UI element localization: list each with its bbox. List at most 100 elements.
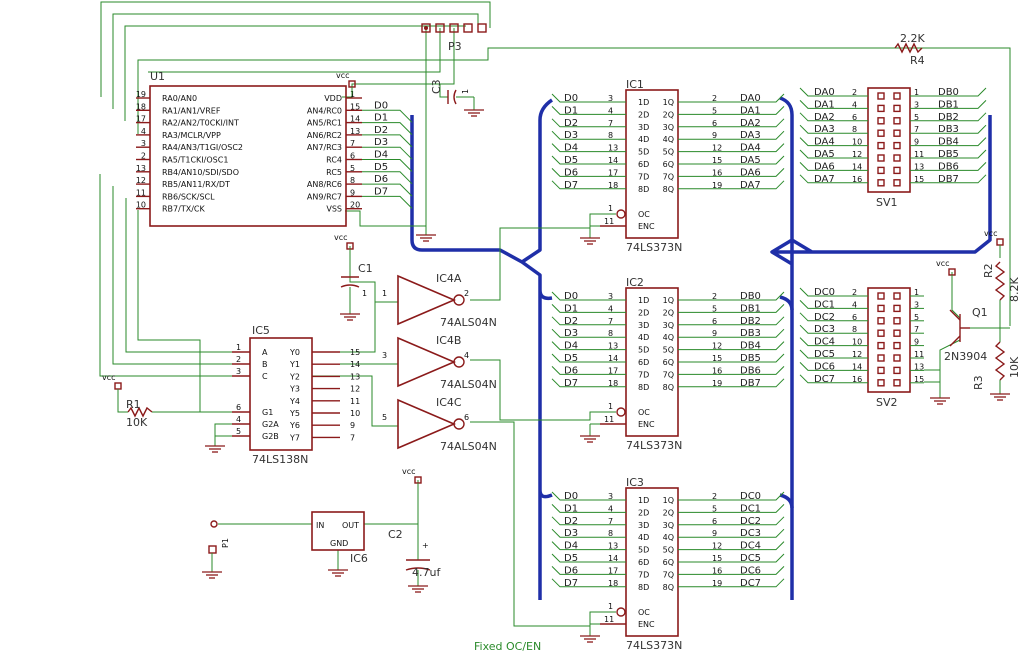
- p1-label: P1: [221, 538, 230, 548]
- sv1-right-pin: 9: [914, 138, 919, 147]
- sv1-left-net: DA5: [814, 149, 835, 160]
- vcc-label: vcc: [402, 467, 416, 476]
- sv1-left-net: DA0: [814, 87, 835, 98]
- sv1-left-pin: 14: [852, 162, 862, 171]
- u1-right-pin-name: AN9/RC7: [307, 192, 342, 201]
- latch-in-pin: 17: [608, 168, 618, 177]
- ground-symbol: [930, 397, 950, 405]
- latch-in-pin: 3: [608, 292, 613, 301]
- sv1-left-pin: 12: [852, 150, 862, 159]
- u1-left-pin-num: 2: [141, 152, 146, 161]
- latch-in-name: 6D: [638, 358, 649, 367]
- c3-capacitor: [447, 89, 475, 110]
- latch-in-pin: 7: [608, 517, 613, 526]
- latch-enc-pin: 11: [604, 615, 614, 624]
- sv1-right-pin: 7: [914, 125, 919, 134]
- q1-label: Q1: [972, 306, 988, 319]
- r1-resistor: [127, 406, 153, 418]
- latch-in-pin: 8: [608, 529, 613, 538]
- latch-part: 74LS373N: [626, 241, 682, 254]
- latch-out-name: 6Q: [663, 358, 674, 367]
- c3-pin-label: 1: [461, 89, 470, 94]
- ic5-left-pin: 1: [236, 343, 241, 352]
- sv1-right-pin: 11: [914, 150, 924, 159]
- latch-in-name: 7D: [638, 370, 649, 379]
- latch-out-name: 8Q: [663, 383, 674, 392]
- latch-out-pin: 5: [712, 304, 717, 313]
- u1-net-label: D4: [374, 150, 388, 161]
- latch-out-name: 1Q: [663, 98, 674, 107]
- u1-left-pin-num: 13: [136, 164, 146, 173]
- ic5-right-pin: 10: [350, 409, 360, 418]
- sv1-right-net: DB6: [938, 161, 959, 172]
- p3-label: P3: [448, 40, 462, 53]
- latch-out-name: 5Q: [663, 346, 674, 355]
- latch-in-net: D3: [564, 528, 578, 539]
- ground-symbol: [205, 445, 225, 453]
- latch-in-name: 2D: [638, 110, 649, 119]
- latch-out-name: 2Q: [663, 508, 674, 517]
- sv2-left-net: DC4: [814, 337, 835, 348]
- u1-right-pin-name: AN5/RC1: [307, 119, 342, 128]
- latch-out-name: 1Q: [663, 496, 674, 505]
- latch-in-net: D4: [564, 143, 578, 154]
- latch-in-name: 3D: [638, 123, 649, 132]
- latch-out-net: DC1: [740, 503, 761, 514]
- sv1-left-pin: 8: [852, 125, 857, 134]
- latch-out-net: DC4: [740, 541, 761, 552]
- latch-in-net: D3: [564, 130, 578, 141]
- u1-right-pin-name: AN8/RC6: [307, 180, 342, 189]
- ic5-right-pin: 13: [350, 372, 360, 381]
- latch-out-net: DA1: [740, 105, 761, 116]
- c1-label: C1: [358, 262, 373, 275]
- latch-out-pin: 9: [712, 529, 717, 538]
- latch-out-pin: 16: [712, 566, 722, 575]
- ground-symbol: [464, 109, 484, 117]
- latch-in-net: D6: [564, 565, 578, 576]
- ic5-right-name: Y2: [289, 372, 300, 381]
- sv2-right-pin: 3: [914, 300, 919, 309]
- latch-out-net: DA7: [740, 180, 761, 191]
- vcc-label: vcc: [102, 373, 116, 382]
- latch-in-net: D5: [564, 553, 578, 564]
- u1-right-pin-num: 1: [350, 90, 355, 99]
- sv1-left-pin: 6: [852, 113, 857, 122]
- sv1-right-net: DB5: [938, 149, 959, 160]
- u1-right-pin-name: VSS: [326, 205, 342, 214]
- u1-left-pin-num: 3: [141, 139, 146, 148]
- latch-out-pin: 15: [712, 156, 722, 165]
- latch-in-pin: 4: [608, 304, 613, 313]
- sv2-left-net: DC5: [814, 349, 835, 360]
- latch-in-name: 7D: [638, 570, 649, 579]
- latch-out-net: DB3: [740, 328, 761, 339]
- ic5-right-name: Y6: [289, 421, 300, 430]
- latch-part: 74LS373N: [626, 639, 682, 652]
- latch-out-net: DC0: [740, 491, 761, 502]
- u1-right-pin-num: 15: [350, 102, 360, 111]
- vcc-symbol: vcc: [936, 259, 956, 282]
- latch-in-net: D1: [564, 105, 578, 116]
- latch-out-net: DA0: [740, 93, 761, 104]
- u1-ref: U1: [150, 70, 165, 83]
- ic5-right-name: Y0: [289, 348, 300, 357]
- ic6-gnd-label: GND: [330, 539, 348, 548]
- p1-connector: [208, 520, 218, 572]
- ic6-ref: IC6: [350, 552, 368, 565]
- ic5-right-pin: 15: [350, 348, 360, 357]
- latch-in-net: D3: [564, 328, 578, 339]
- sv1-right-net: DB0: [938, 87, 959, 98]
- latch-oc-name: OC: [638, 210, 650, 219]
- latch-out-net: DC2: [740, 516, 761, 527]
- u1-net-label: D5: [374, 162, 388, 173]
- sv1-right-net: DB2: [938, 112, 959, 123]
- latch-in-net: D1: [564, 303, 578, 314]
- sv1-right-pin: 3: [914, 100, 919, 109]
- latch-in-pin: 4: [608, 106, 613, 115]
- latch-out-pin: 16: [712, 366, 722, 375]
- latch-out-name: 8Q: [663, 185, 674, 194]
- sv1-right-net: DB3: [938, 124, 959, 135]
